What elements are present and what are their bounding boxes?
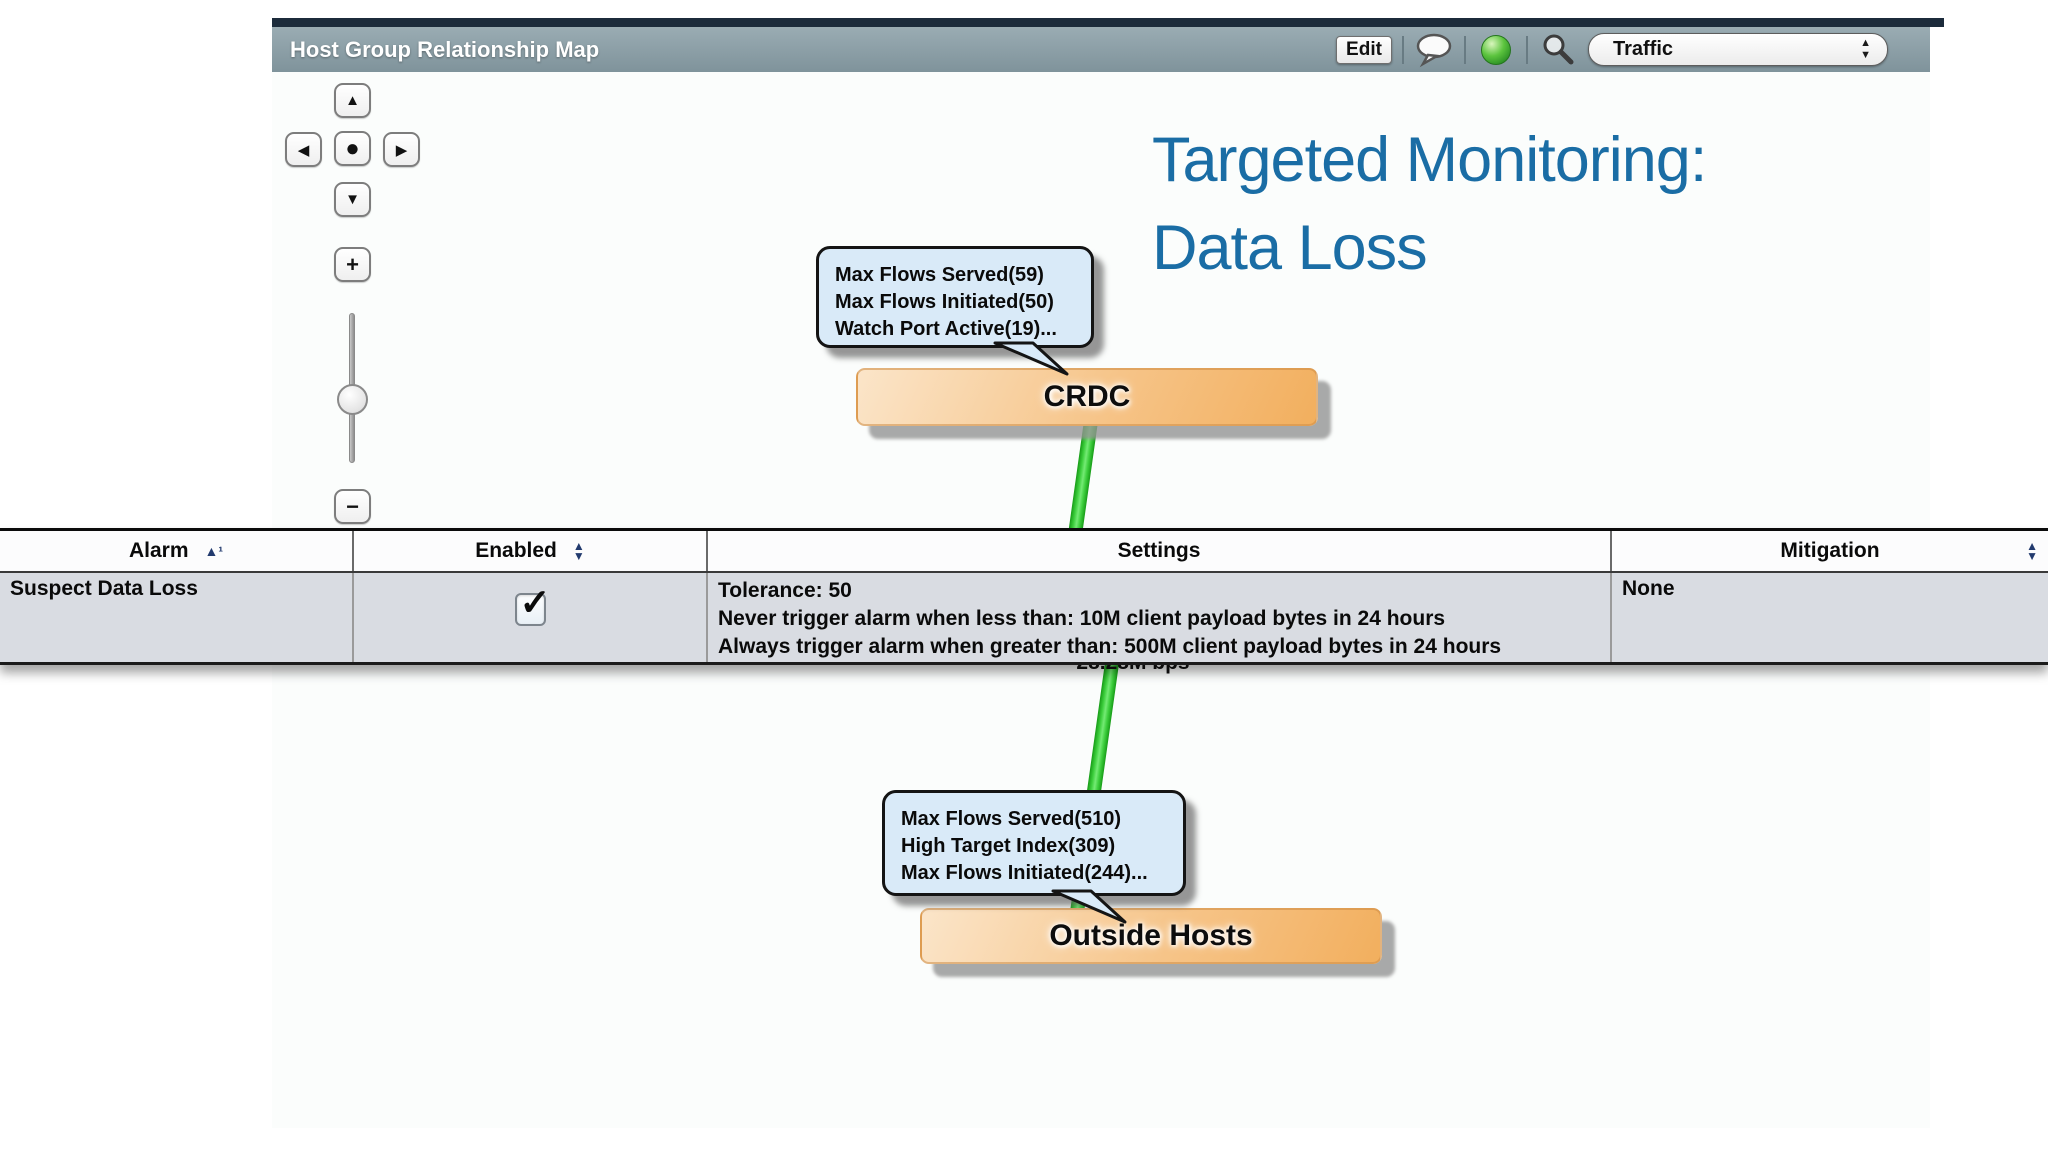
alarm-table-header: Alarm ▲¹ Enabled ▲▼ Settings Mitigation … — [0, 531, 2048, 573]
node-outside-hosts[interactable]: Outside Hosts — [920, 908, 1382, 964]
search-magnifier-icon[interactable] — [1538, 32, 1578, 68]
slide-heading: Targeted Monitoring: Data Loss — [1152, 116, 1707, 292]
tooltip-line: Watch Port Active(19)... — [835, 318, 1057, 340]
down-arrow-icon: ▼ — [345, 191, 360, 208]
node-label: Outside Hosts — [1049, 919, 1253, 952]
tooltip-crdc-alarms: Max Flows Served(59) Max Flows Initiated… — [816, 246, 1094, 376]
comment-balloon-icon[interactable] — [1414, 32, 1454, 68]
column-header-mitigation[interactable]: Mitigation ▲▼ — [1780, 539, 2038, 563]
tooltip-tail — [1051, 889, 1127, 924]
cell-mitigation: None — [1622, 577, 1675, 600]
node-label: CRDC — [1043, 380, 1131, 413]
zoom-in-button[interactable]: + — [334, 247, 371, 282]
sort-ascending-icon: ▲¹ — [204, 543, 224, 559]
center-dot-icon: ● — [345, 134, 360, 162]
checkmark-icon: ✓ — [519, 582, 551, 623]
settings-line: Never trigger alarm when less than: 10M … — [718, 607, 1446, 630]
right-arrow-icon: ▶ — [395, 141, 408, 159]
alarm-table: Alarm ▲¹ Enabled ▲▼ Settings Mitigation … — [0, 528, 2048, 665]
left-arrow-icon: ◀ — [297, 141, 310, 159]
tooltip-line: Max Flows Initiated(244)... — [901, 862, 1148, 884]
zoom-slider-thumb[interactable] — [337, 384, 368, 415]
table-row[interactable]: Suspect Data Loss ✓ Tolerance: 50 Never … — [0, 573, 2048, 662]
center-view-button[interactable]: ● — [334, 131, 371, 166]
cell-alarm-name: Suspect Data Loss — [0, 573, 354, 662]
tooltip-line: Max Flows Initiated(50) — [835, 291, 1054, 313]
cell-enabled: ✓ — [354, 573, 708, 662]
heading-line-2: Data Loss — [1152, 213, 1428, 283]
refresh-status-icon[interactable] — [1476, 32, 1516, 68]
toolbar-divider — [1526, 35, 1528, 64]
column-header-enabled[interactable]: Enabled ▲▼ — [354, 531, 708, 571]
tooltip-tail — [993, 341, 1069, 376]
column-header-settings[interactable]: Settings — [708, 531, 1612, 571]
tooltip-line: Max Flows Served(510) — [901, 808, 1122, 830]
zoom-out-button[interactable]: − — [334, 489, 371, 524]
settings-line: Always trigger alarm when greater than: … — [718, 635, 1502, 658]
toolbar-divider — [1464, 35, 1466, 64]
panel-titlebar: Host Group Relationship Map Edit — [272, 27, 1930, 72]
sort-toggle-icon: ▲▼ — [572, 539, 585, 563]
settings-line: Tolerance: 50 — [718, 579, 852, 602]
pan-down-button[interactable]: ▼ — [334, 182, 371, 217]
sort-toggle-icon: ▲▼ — [2026, 539, 2038, 563]
toolbar-divider — [1402, 35, 1404, 64]
dropdown-stepper-icon: ▲ ▼ — [1860, 37, 1871, 61]
column-header-alarm[interactable]: Alarm ▲¹ — [0, 531, 354, 571]
dropdown-selected-value: Traffic — [1613, 38, 1674, 60]
enabled-checkbox[interactable]: ✓ — [514, 582, 551, 626]
panel-title: Host Group Relationship Map — [290, 36, 600, 62]
node-crdc[interactable]: CRDC — [856, 368, 1318, 426]
view-mode-dropdown[interactable]: Traffic ▲ ▼ — [1588, 33, 1888, 66]
tooltip-outside-hosts-alarms: Max Flows Served(510) High Target Index(… — [882, 790, 1186, 924]
pan-up-button[interactable]: ▲ — [334, 83, 371, 118]
heading-line-1: Targeted Monitoring: — [1152, 125, 1707, 195]
panel-top-border — [272, 18, 1944, 27]
tooltip-line: High Target Index(309) — [901, 835, 1116, 857]
panel-toolbar: Edit Traffic ▲ — [1336, 27, 1888, 72]
up-arrow-icon: ▲ — [345, 92, 360, 109]
plus-icon: + — [346, 251, 359, 277]
edit-button[interactable]: Edit — [1336, 35, 1392, 64]
tooltip-line: Max Flows Served(59) — [835, 264, 1044, 286]
pan-right-button[interactable]: ▶ — [383, 132, 420, 167]
pan-left-button[interactable]: ◀ — [285, 132, 322, 167]
cell-settings: Tolerance: 50 Never trigger alarm when l… — [708, 573, 1612, 662]
minus-icon: − — [346, 493, 359, 519]
